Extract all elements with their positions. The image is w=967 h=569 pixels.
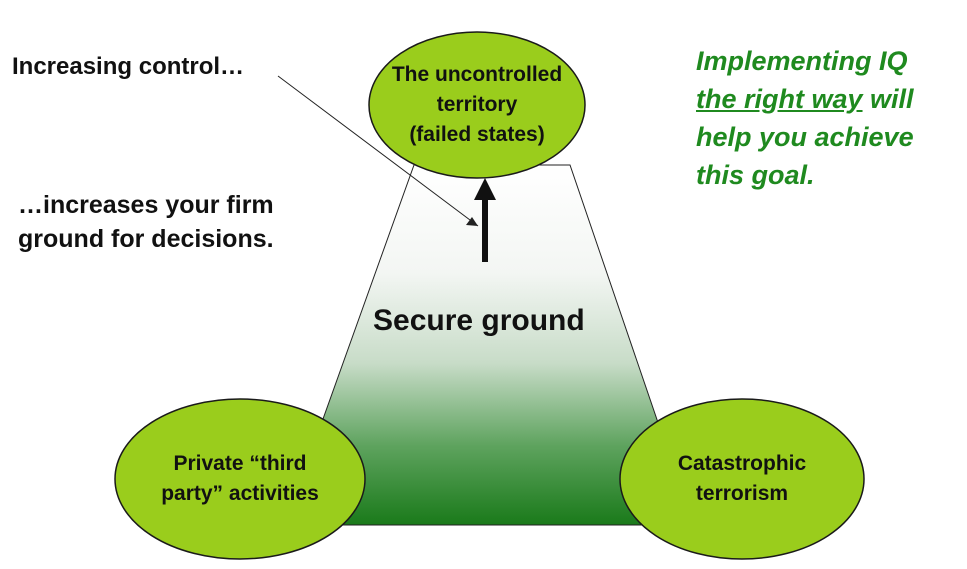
pointer-line-arrowhead (466, 217, 478, 226)
left-node-line-1: Private “third (173, 452, 307, 475)
callout-underlined-phrase: the right way (696, 84, 863, 114)
left-node-ellipse (114, 398, 366, 560)
top-node-ellipse (368, 31, 586, 179)
secure-ground-label: Secure ground (373, 304, 585, 337)
upward-arrow-head (474, 178, 496, 200)
callout-line-2: the right way will (696, 80, 966, 118)
right-node-label: Catastrophic terrorism (640, 449, 844, 509)
top-node-line-2: territory (436, 93, 518, 116)
top-node-label: The uncontrolled territory (failed state… (379, 60, 575, 150)
increases-ground-label: …increases your firm ground for decision… (18, 188, 274, 256)
right-node-ellipse (619, 398, 865, 560)
callout-line-4: this goal. (696, 160, 815, 190)
increasing-control-label: Increasing control… (12, 53, 245, 80)
right-node-line-2: terrorism (695, 482, 789, 505)
callout-line-2-rest: will (870, 84, 914, 114)
increases-ground-line-2: ground for decisions. (18, 225, 274, 253)
increases-ground-line-1: …increases your firm (18, 191, 274, 219)
callout-line-3: help you achieve (696, 122, 914, 152)
left-node-label: Private “third party” activities (130, 449, 350, 509)
top-node-line-1: The uncontrolled (391, 63, 563, 86)
iq-goal-callout: Implementing IQ the right way will help … (696, 42, 966, 194)
left-node-line-2: party” activities (161, 482, 319, 505)
right-node-line-1: Catastrophic (677, 452, 807, 475)
pointer-line (277, 75, 479, 227)
top-node-line-3: (failed states) (409, 123, 545, 146)
callout-line-1: Implementing IQ (696, 46, 908, 76)
